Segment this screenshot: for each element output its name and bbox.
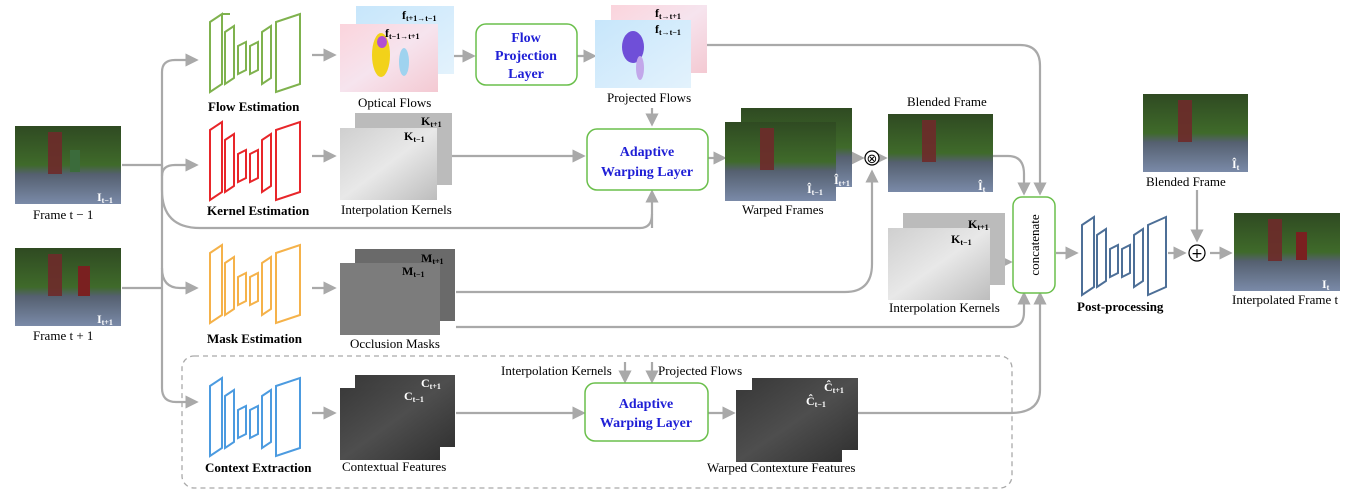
svg-text:+: + [1191,246,1203,262]
interpolation-kernels-stack-2: Kt+1 Kt−1 [888,213,1005,300]
interp-kernels-input-label: Interpolation Kernels [501,363,612,378]
svg-text:Warping Layer: Warping Layer [601,165,693,180]
connector-arrows [122,43,1233,420]
svg-text:Ct−1: Ct−1 [404,389,424,404]
svg-text:Ct+1: Ct+1 [421,376,441,391]
adaptive-warping-layer: Adaptive Warping Layer [586,128,709,191]
flow-estimation-network-icon [209,12,301,94]
svg-text:Adaptive: Adaptive [620,145,674,160]
svg-text:⊗: ⊗ [867,152,878,167]
svg-text:It: It [1322,277,1330,292]
mask-estimation-label: Mask Estimation [207,331,303,346]
contextual-features-stack: Ct+1 Ct−1 [340,375,455,460]
kernel-estimation-network-icon [209,120,301,202]
warped-frames-stack: Ît+1 Ît−1 [725,108,852,201]
add-operator: + [1188,244,1206,262]
svg-text:Ît: Ît [1232,157,1240,172]
optical-flows-stack: ft+1→t−1 ft−1→t+1 [340,6,454,92]
svg-text:Ît−1: Ît−1 [807,182,823,197]
svg-text:ft+1→t−1: ft+1→t−1 [402,8,436,23]
svg-text:Ît+1: Ît+1 [834,173,850,188]
warped-frames-caption: Warped Frames [742,202,824,217]
svg-text:Kt−1: Kt−1 [404,129,425,144]
projected-flows-caption: Projected Flows [607,90,691,105]
warped-context-features-stack: Ĉt+1 Ĉt−1 [736,378,858,462]
svg-text:ft→t+1: ft→t+1 [655,6,681,21]
svg-text:Ît: Ît [978,179,986,194]
mask-estimation-network-icon [209,243,301,325]
svg-text:Ĉt+1: Ĉt+1 [824,379,844,395]
svg-text:Layer: Layer [508,67,544,82]
blended-frame-caption: Blended Frame [907,94,987,109]
interpolation-kernels-stack: Kt+1 Kt−1 [340,113,452,200]
svg-text:It−1: It−1 [97,190,113,205]
blended-frame-2: Ît [1143,94,1248,172]
contextual-features-caption: Contextual Features [342,459,446,474]
svg-text:Flow: Flow [511,31,541,46]
svg-text:ft→t−1: ft→t−1 [655,22,681,37]
svg-text:Kt+1: Kt+1 [421,114,442,129]
input-frame-prev: It−1 [15,126,121,205]
context-branch-container [181,355,1013,489]
svg-text:Mt−1: Mt−1 [402,264,425,279]
adaptive-warping-layer-2: Adaptive Warping Layer [584,382,709,442]
blended-frame: Ît [888,114,993,194]
svg-text:Kt+1: Kt+1 [968,217,989,232]
concatenate-block: concatenate [1012,196,1056,294]
svg-text:Projection: Projection [495,49,557,64]
post-processing-network-icon [1081,215,1167,297]
flow-estimation-label: Flow Estimation [208,99,300,114]
svg-text:It+1: It+1 [97,312,113,327]
svg-text:Adaptive: Adaptive [619,397,673,412]
frame-prev-caption: Frame t − 1 [33,207,93,222]
interpolation-kernels-caption: Interpolation Kernels [341,202,452,217]
occlusion-masks-stack: Mt+1 Mt−1 [340,249,455,335]
projected-flows-stack: ft→t+1 ft→t−1 [595,5,707,88]
interpolation-kernels-caption-2: Interpolation Kernels [889,300,1000,315]
input-frame-next: It+1 [15,248,121,327]
projected-flows-input-label: Projected Flows [658,363,742,378]
svg-text:Ĉt−1: Ĉt−1 [806,393,826,409]
svg-text:Warping Layer: Warping Layer [600,416,692,431]
multiply-operator: ⊗ [864,150,880,167]
svg-text:ft−1→t+1: ft−1→t+1 [385,26,419,41]
output-frame-caption: Interpolated Frame t [1232,292,1339,307]
flow-projection-layer: Flow Projection Layer [475,23,578,86]
svg-text:concatenate: concatenate [1027,214,1042,276]
context-extraction-network-icon [209,376,301,458]
context-extraction-label: Context Extraction [205,460,312,475]
post-processing-label: Post-processing [1077,299,1164,314]
blended-frame-caption-2: Blended Frame [1146,174,1226,189]
svg-text:Mt+1: Mt+1 [421,251,444,266]
output-frame: It [1234,213,1340,292]
svg-text:Kt−1: Kt−1 [951,232,972,247]
occlusion-masks-caption: Occlusion Masks [350,336,440,351]
warped-context-features-caption: Warped Contexture Features [707,460,855,475]
kernel-estimation-label: Kernel Estimation [207,203,310,218]
optical-flows-caption: Optical Flows [358,95,431,110]
frame-next-caption: Frame t + 1 [33,328,93,343]
